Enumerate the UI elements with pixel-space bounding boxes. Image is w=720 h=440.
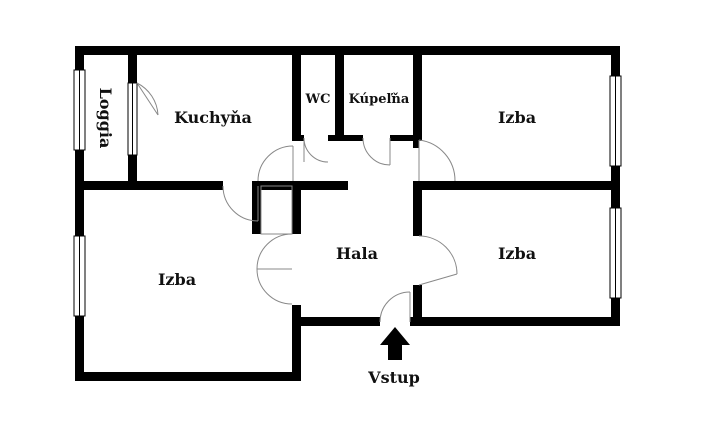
outer-walls	[75, 46, 620, 381]
room-label-kitchen: Kuchyňa	[174, 108, 252, 127]
window-loggia	[73, 69, 86, 151]
entrance-label: Vstup	[367, 368, 420, 387]
room-label-room-top-right: Izba	[498, 108, 536, 127]
room-label-wc: WC	[305, 92, 331, 107]
door-loggia	[136, 82, 159, 116]
room-label-hall: Hala	[336, 244, 378, 263]
doors	[136, 82, 458, 323]
window-loggia-door	[127, 82, 138, 156]
room-label-bathroom: Kúpeľňa	[349, 92, 410, 107]
door-kitchen	[222, 185, 259, 222]
door-entrance	[379, 291, 411, 323]
room-label-room-left: Izba	[158, 270, 196, 289]
door-bottom-right-room	[418, 235, 458, 286]
window-bottom-right-room	[609, 207, 622, 299]
door-bathroom	[362, 137, 391, 166]
door-hall-upper	[257, 145, 294, 182]
window-top-right-room	[609, 75, 622, 167]
door-wc	[303, 137, 329, 163]
interior-walls	[75, 55, 620, 326]
window-left-room	[73, 235, 86, 317]
door-closet	[260, 185, 293, 235]
windows	[73, 69, 622, 317]
door-top-right-room	[418, 139, 456, 182]
room-label-room-bottom-right: Izba	[498, 244, 536, 263]
door-left-room	[256, 233, 293, 305]
room-label-loggia: Loggia	[96, 88, 115, 149]
up-arrow-icon	[380, 327, 410, 360]
